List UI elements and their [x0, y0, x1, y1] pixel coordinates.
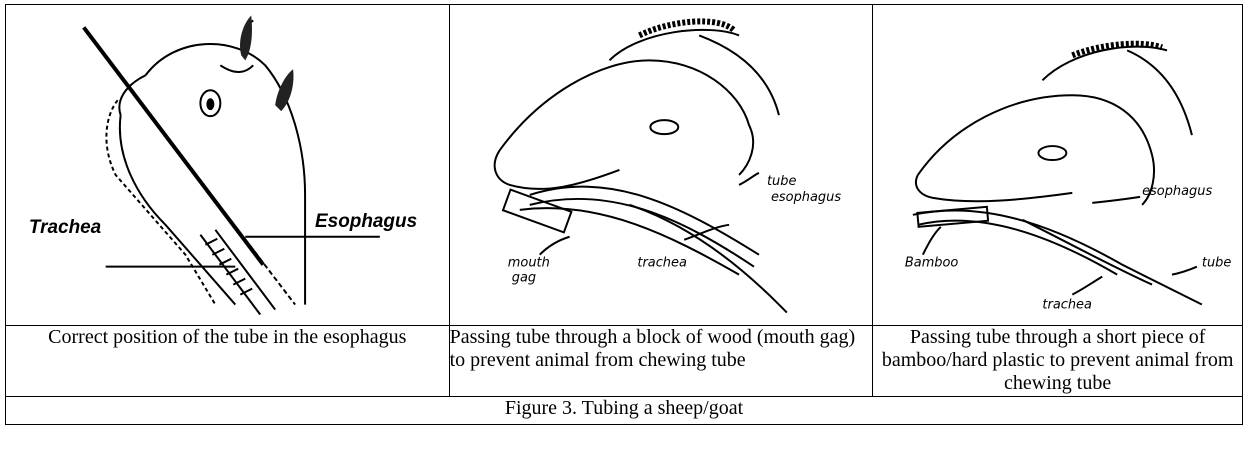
goat-head-drawing-3: Bamboo esophagus tube trachea [873, 5, 1242, 325]
panel-3-caption: Passing tube through a short piece of ba… [873, 326, 1243, 397]
panel-2-image: tube esophagus trachea mouth gag [449, 5, 873, 326]
trachea-label-2: trachea [637, 256, 687, 271]
esophagus-label-3: esophagus [1142, 184, 1212, 199]
bamboo-label-3: Bamboo [905, 256, 959, 271]
goat-head-drawing-1: Esophagus Trachea [6, 5, 449, 325]
esophagus-label-2: esophagus [771, 190, 841, 205]
goat-head-drawing-2: tube esophagus trachea mouth gag [450, 5, 873, 325]
figure-caption: Figure 3. Tubing a sheep/goat [6, 397, 1243, 425]
trachea-label-1: Trachea [29, 217, 101, 238]
panel-1-image: Esophagus Trachea [6, 5, 450, 326]
tube-label-3: tube [1202, 256, 1231, 271]
caption-row: Correct position of the tube in the esop… [6, 326, 1243, 397]
mouth-gag-label-line1: mouth [507, 256, 549, 271]
figure-caption-row: Figure 3. Tubing a sheep/goat [6, 397, 1243, 425]
trachea-label-3: trachea [1043, 298, 1093, 313]
panel-2-caption: Passing tube through a block of wood (mo… [449, 326, 873, 397]
panel-1-caption: Correct position of the tube in the esop… [6, 326, 450, 397]
esophagus-label-1: Esophagus [315, 211, 417, 232]
figure-table: Esophagus Trachea [5, 4, 1243, 425]
panel-3-image: Bamboo esophagus tube trachea [873, 5, 1243, 326]
image-row: Esophagus Trachea [6, 5, 1243, 326]
tube-label-2: tube [767, 174, 796, 189]
mouth-gag-label-line2: gag [511, 271, 535, 286]
